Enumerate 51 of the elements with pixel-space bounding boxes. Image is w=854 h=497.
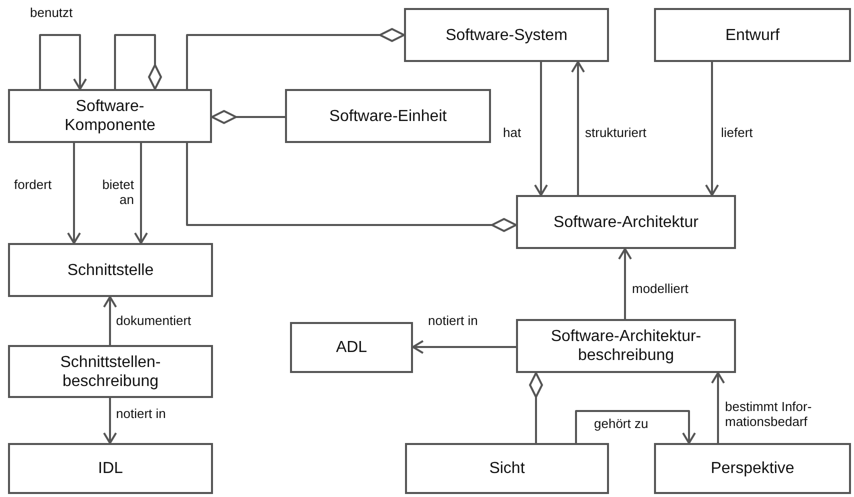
aggregation-connector [211, 110, 285, 124]
class-box [8, 443, 213, 494]
arrow [39, 34, 87, 90]
class-box [405, 443, 609, 494]
node-label: IDL [98, 459, 123, 478]
class-box [516, 319, 736, 373]
class-box [285, 89, 491, 143]
arrow [103, 296, 117, 345]
edge-label: strukturiert [585, 125, 646, 140]
arrow [571, 61, 585, 195]
class-box [516, 195, 736, 249]
node-label: ADL [336, 338, 368, 357]
arrow [134, 143, 148, 244]
node-label: Entwurf [725, 26, 780, 44]
node-label: Schnittstellen-beschreibung [59, 352, 162, 390]
edge-label: modelliert [632, 281, 688, 296]
edge-label: gehört zu [594, 416, 648, 431]
node-label: Software-System [446, 26, 568, 44]
node-label: Software-Einheit [329, 106, 447, 126]
edge-label: hat [503, 125, 522, 140]
node-label: Software-Komponente [64, 97, 156, 135]
arrow [103, 398, 117, 444]
node-label: Schnittstelle [67, 260, 154, 280]
edge-label: liefert [721, 125, 753, 140]
aggregation-connector [114, 34, 162, 90]
arrow [412, 340, 516, 354]
class-box [654, 443, 851, 494]
arrow [575, 410, 696, 444]
arrow [67, 143, 81, 244]
edge-label: notiert in [116, 406, 166, 421]
arrow [618, 248, 632, 319]
node-label: Sicht [489, 459, 525, 478]
arrow [534, 62, 548, 196]
class-box [404, 8, 609, 62]
node-label: Perspektive [710, 459, 794, 478]
class-box [8, 345, 213, 398]
arrow [705, 62, 719, 196]
class-box [654, 8, 851, 62]
node-label: Software-Architektur [554, 212, 698, 232]
edge-label: benutzt [30, 5, 73, 20]
node-label: Software-Architektur-beschreibung [550, 327, 702, 365]
class-box [8, 89, 212, 143]
class-box [290, 322, 413, 373]
aggregation-connector [186, 28, 405, 89]
aggregation-connector [529, 372, 543, 443]
edge-label: dokumentiert [116, 313, 192, 328]
class-box [8, 243, 213, 297]
aggregation-connector [186, 143, 517, 232]
edge-label: fordert [14, 177, 52, 192]
arrow [711, 372, 725, 443]
edge-label: notiert in [428, 313, 478, 328]
